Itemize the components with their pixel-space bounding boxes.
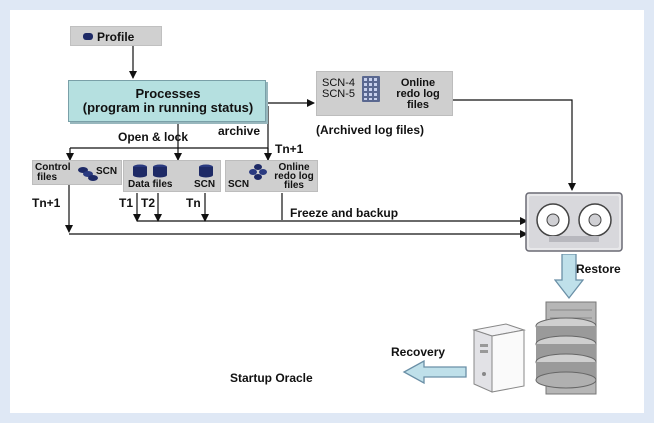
recovery-label: Recovery — [391, 345, 446, 359]
tn1-left-label: Tn+1 — [32, 196, 61, 210]
control-scn-label: SCN — [96, 166, 118, 177]
online-redo-mid-line2: redo log — [274, 171, 314, 182]
recovery-arrow-icon — [402, 360, 467, 385]
control-db-icon — [78, 167, 98, 181]
database-stack-icon — [535, 301, 597, 395]
profile-box: Profile — [70, 26, 162, 46]
online-redo-top-line1: Online — [400, 77, 436, 89]
open-lock-label: Open & lock — [118, 130, 189, 144]
t1-label: T1 — [119, 196, 134, 210]
online-redo-top-line2: redo log — [396, 88, 440, 100]
redo-log-grid-icon — [362, 76, 380, 102]
data-db-icon-1 — [133, 164, 147, 178]
redo-cluster-icon — [249, 164, 267, 180]
data-files-label: Data files — [128, 179, 173, 190]
data-files-scn-label: SCN — [194, 179, 216, 190]
restore-label: Restore — [576, 262, 621, 276]
control-files-line1: Control — [35, 162, 71, 173]
processes-box: Processes (program in running status) — [68, 80, 266, 122]
data-files-box: Data files SCN — [123, 160, 221, 192]
scn-5-label: SCN-5 — [322, 88, 356, 100]
t2-label: T2 — [141, 196, 156, 210]
archived-log-label: (Archived log files) — [316, 123, 425, 137]
tn1-top-label: Tn+1 — [275, 142, 304, 156]
online-redo-mid-scn: SCN — [228, 179, 250, 190]
freeze-backup-label: Freeze and backup — [290, 206, 399, 220]
restore-arrow-icon — [554, 254, 584, 300]
online-redo-top-box: SCN-4 SCN-5 Online redo log files — [316, 71, 453, 116]
tape-drive-icon — [525, 192, 623, 252]
line-redo-device — [453, 99, 576, 191]
online-redo-mid-box: SCN Online redo log files — [225, 160, 318, 192]
profile-label: Profile — [97, 30, 135, 44]
archive-label: archive — [218, 124, 261, 138]
control-files-box: Control files SCN — [32, 160, 122, 185]
tn-label: Tn — [186, 196, 201, 210]
online-redo-top-line3: files — [406, 99, 429, 111]
server-icon — [472, 323, 526, 393]
db-icon — [83, 33, 93, 40]
data-db-icon-2 — [153, 164, 167, 178]
data-db-icon-3 — [199, 164, 213, 178]
processes-title: Processes — [135, 86, 201, 101]
online-redo-mid-line3: files — [283, 180, 304, 191]
processes-subtitle: (program in running status) — [82, 100, 254, 115]
scn-4-label: SCN-4 — [322, 77, 356, 89]
control-files-line2: files — [37, 172, 58, 183]
startup-oracle-label: Startup Oracle — [230, 371, 313, 385]
online-redo-mid-line1: Online — [278, 162, 310, 173]
